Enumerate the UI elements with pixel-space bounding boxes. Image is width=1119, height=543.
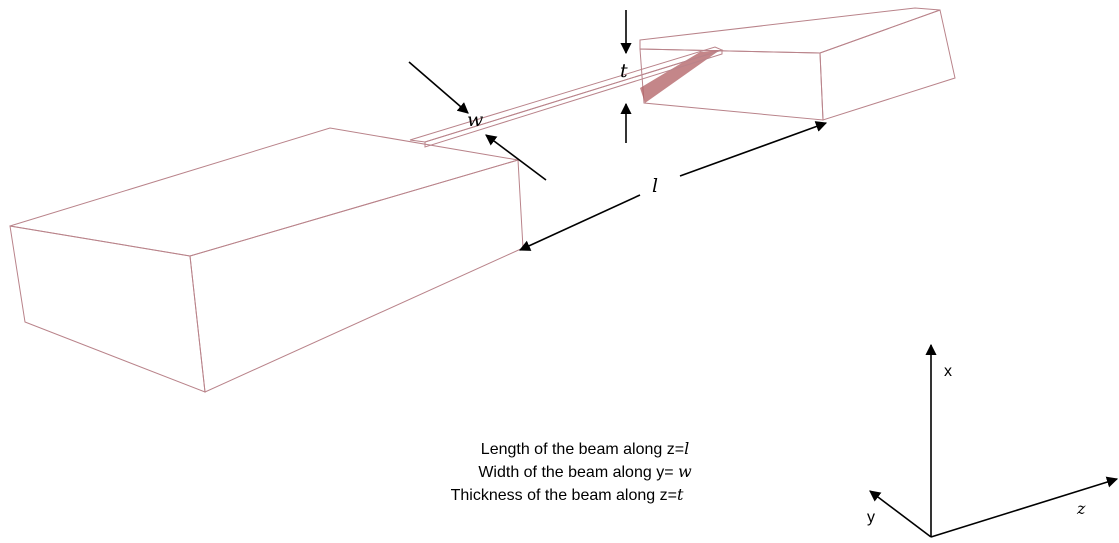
- beam-top-face: [409, 46, 724, 143]
- caption-width-prefix: Width of the beam along y=: [478, 464, 678, 481]
- caption-width-symbol: w: [678, 462, 692, 481]
- right-block-top-face: [639, 7, 941, 54]
- width-arrow-outer: [408, 61, 469, 114]
- caption-thickness: Thickness of the beam along z=t: [451, 485, 684, 504]
- y-axis-label: y: [867, 509, 875, 526]
- left-block-front-face: [9, 225, 206, 393]
- left-block-top-face: [9, 127, 519, 257]
- caption-length-prefix: Length of the beam along z=: [481, 441, 684, 458]
- width-arrow-inner: [485, 134, 547, 181]
- caption: Length of the beam along z=l Width of th…: [451, 439, 692, 504]
- caption-length: Length of the beam along z=l: [481, 439, 689, 458]
- z-axis-label: z: [1076, 499, 1086, 518]
- coordinate-axes: x y z: [867, 343, 1119, 538]
- y-axis-line: [869, 490, 932, 538]
- caption-thickness-prefix: Thickness of the beam along z=: [451, 487, 677, 504]
- beam: [409, 46, 724, 148]
- thickness-label: t: [620, 60, 628, 82]
- left-block-side-face: [189, 159, 524, 393]
- caption-width: Width of the beam along y= w: [478, 462, 692, 481]
- right-block-side-face: [819, 9, 956, 121]
- x-axis-label: x: [944, 363, 952, 380]
- beam-side-face: [424, 49, 723, 148]
- right-anchor-block: [639, 7, 956, 121]
- left-anchor-block: [9, 127, 524, 393]
- length-arrow-right: [679, 121, 828, 177]
- width-label: w: [467, 109, 483, 131]
- length-label: l: [652, 175, 658, 197]
- length-arrow-left: [518, 194, 641, 251]
- caption-length-symbol: l: [684, 439, 689, 458]
- caption-thickness-symbol: t: [677, 485, 684, 504]
- beam-shadow: [640, 50, 720, 103]
- z-axis-line: [930, 476, 1119, 538]
